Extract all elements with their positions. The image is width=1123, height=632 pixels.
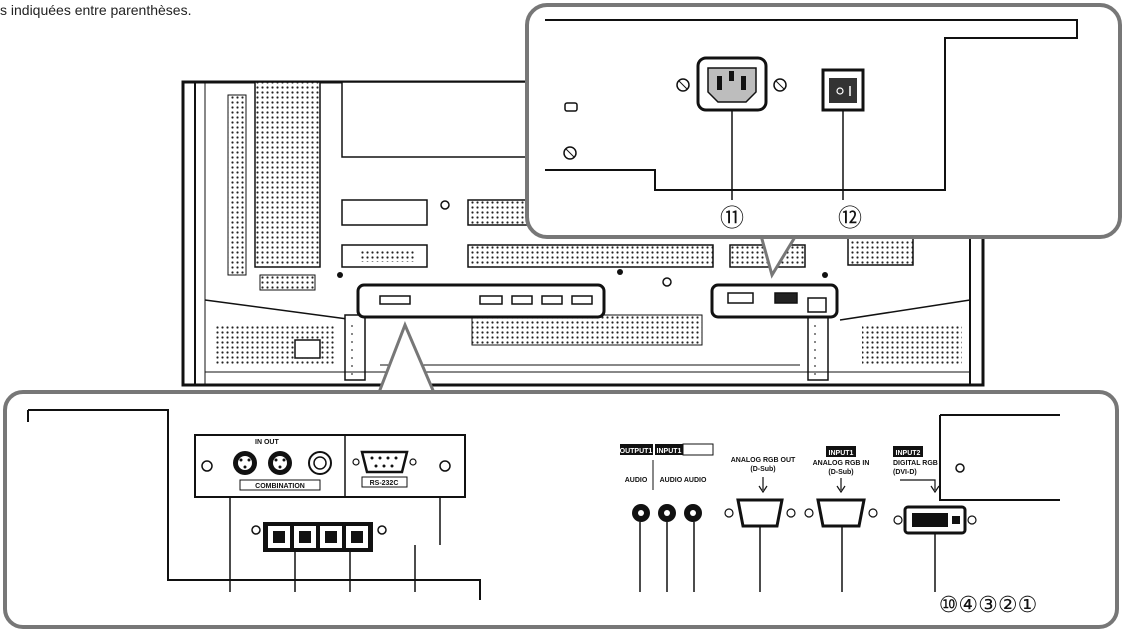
upper-inset: ⑪ ⑫ bbox=[525, 3, 1122, 279]
right-power-highlight bbox=[710, 283, 839, 319]
combination-in-connector bbox=[233, 451, 257, 475]
label-analog-out-2: (D-Sub) bbox=[750, 466, 775, 473]
dvi-d-connector bbox=[893, 505, 977, 535]
lower-inset: IN OUT COMBINATION bbox=[3, 321, 1119, 629]
callout-12: ⑫ bbox=[838, 204, 862, 232]
label-output1: OUTPUT1 bbox=[620, 448, 653, 455]
label-analog-in-2: (D-Sub) bbox=[828, 469, 853, 476]
caption-text: s indiquées entre parenthèses. bbox=[0, 2, 192, 18]
left-terminal-highlight bbox=[356, 283, 606, 319]
label-analog-in-1: ANALOG RGB IN bbox=[813, 460, 870, 467]
label-audio-mid: AUDIO AUDIO bbox=[660, 477, 707, 484]
terminal-callout-numbers: ⑩④③②① bbox=[939, 593, 1038, 618]
label-input1: INPUT1 bbox=[829, 450, 854, 457]
label-input1-top: INPUT1 bbox=[657, 448, 682, 455]
label-digital-2: (DVI-D) bbox=[893, 469, 917, 476]
analog-rgb-in-connector bbox=[804, 498, 878, 528]
label-analog-out-1: ANALOG RGB OUT bbox=[731, 457, 796, 464]
combination-out-connector bbox=[268, 451, 292, 475]
label-combination: COMBINATION bbox=[255, 483, 305, 490]
label-input2: INPUT2 bbox=[896, 450, 921, 457]
power-switch-icon bbox=[821, 68, 865, 112]
rs232c-connector bbox=[352, 450, 417, 474]
label-in-out: IN OUT bbox=[255, 439, 279, 446]
analog-rgb-out-connector bbox=[724, 498, 796, 528]
label-digital-1: DIGITAL RGB bbox=[893, 460, 938, 467]
label-rs232c: RS-232C bbox=[370, 480, 399, 487]
label-audio-left: AUDIO bbox=[625, 477, 648, 484]
ac-inlet-icon bbox=[696, 56, 768, 112]
callout-11: ⑪ bbox=[720, 204, 744, 232]
